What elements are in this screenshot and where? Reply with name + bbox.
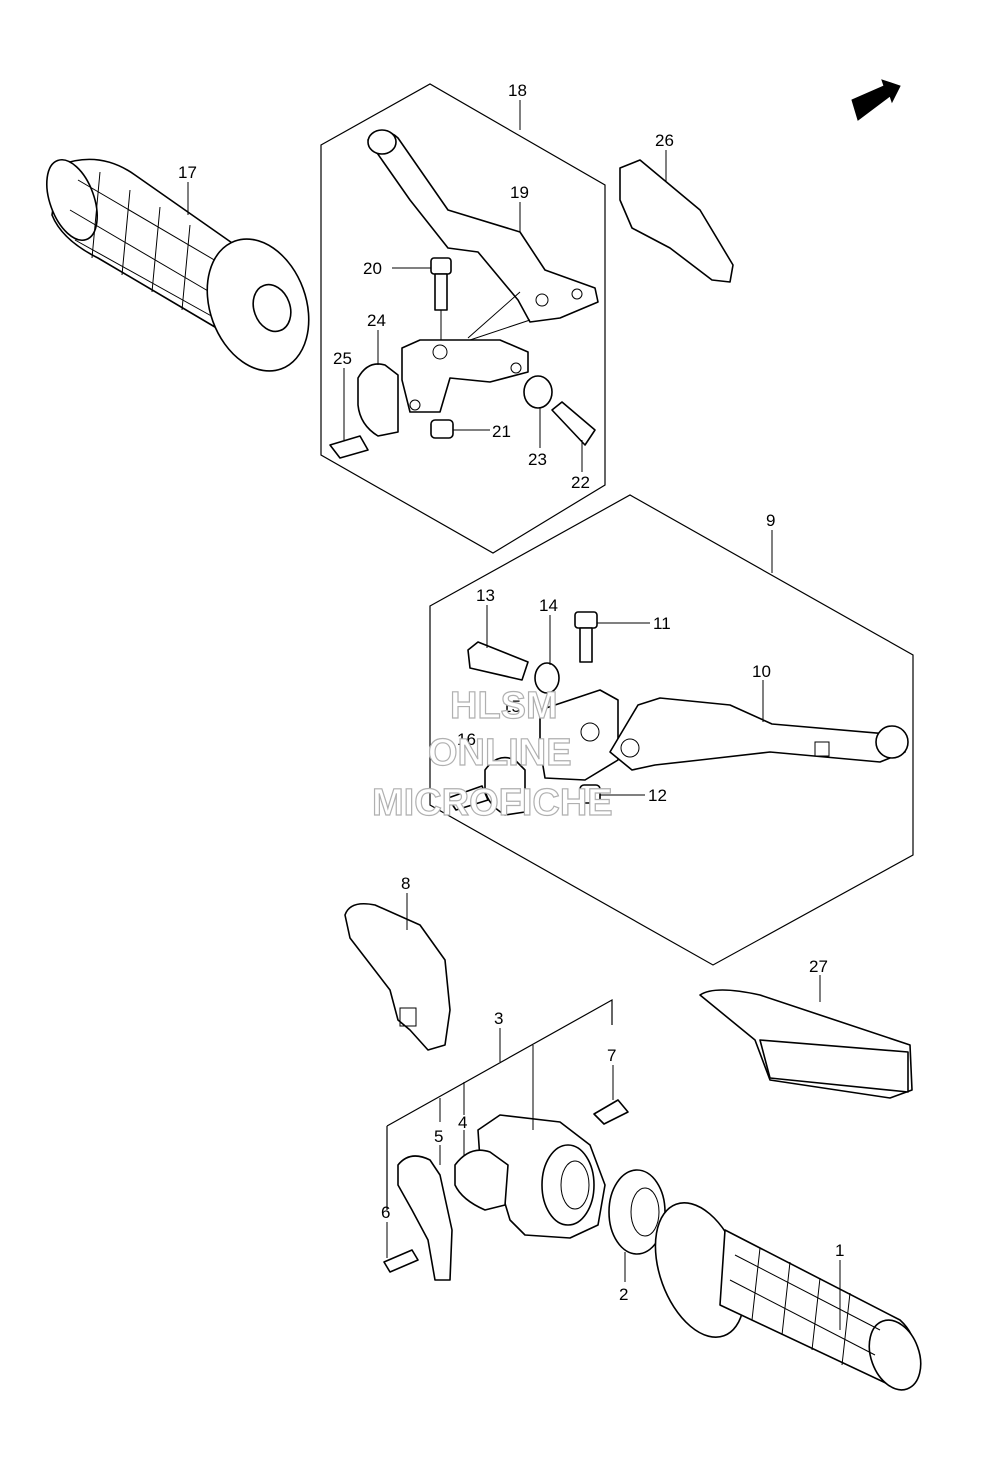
callout-16: 16 <box>457 730 476 749</box>
callout-4: 4 <box>458 1113 467 1132</box>
lever-holder-middle <box>539 689 619 781</box>
part-8-guard <box>344 902 451 1051</box>
part-4-clamp <box>454 1149 509 1211</box>
part-25-bolt <box>329 435 369 459</box>
callout-9: 9 <box>766 511 775 530</box>
part-21-nut <box>430 419 454 439</box>
callout-8: 8 <box>401 874 410 893</box>
fwd-arrow-badge: FWD <box>851 79 902 121</box>
part-6-screw <box>383 1249 419 1273</box>
part-17-left-grip <box>46 158 310 372</box>
callout-3: 3 <box>494 1009 503 1028</box>
part-12-nut <box>579 784 601 804</box>
callout-20: 20 <box>363 259 382 278</box>
part-10-lever <box>609 697 909 771</box>
callout-22: 22 <box>571 473 590 492</box>
callout-7: 7 <box>607 1046 616 1065</box>
part-16-bolt <box>447 785 489 811</box>
callout-1: 1 <box>835 1241 844 1260</box>
part-24-clamp <box>357 363 399 437</box>
watermark: HLSM ONLINE MICROFICHE <box>371 684 613 824</box>
watermark-line-1: HLSM <box>450 685 558 727</box>
part-26-cover <box>619 159 734 283</box>
part-19-lever <box>367 129 599 323</box>
lever-holder-upper <box>401 339 529 413</box>
watermark-line-2: ONLINE <box>428 732 572 774</box>
callout-14: 14 <box>539 596 558 615</box>
callout-13: 13 <box>476 586 495 605</box>
part-13-adjuster <box>467 641 529 681</box>
fwd-label: FWD <box>859 79 902 114</box>
part-23-adjuster-nut <box>523 375 553 409</box>
leader-lines <box>187 100 841 1330</box>
part-27-handguard <box>699 989 913 1099</box>
callout-17: 17 <box>178 163 197 182</box>
callout-26: 26 <box>655 131 674 150</box>
callout-labels: 18 17 19 26 20 24 25 21 23 22 9 13 14 11… <box>178 81 844 1304</box>
callout-2: 2 <box>619 1285 628 1304</box>
callout-21: 21 <box>492 422 511 441</box>
part-11-bolt <box>574 611 598 663</box>
assembly-outline-18 <box>320 83 606 554</box>
part-20-pivot-bolt <box>430 257 452 311</box>
callout-12: 12 <box>648 786 667 805</box>
assembly-outline-3 <box>386 998 613 1127</box>
assembly-outline-9 <box>429 494 914 966</box>
callout-6: 6 <box>381 1203 390 1222</box>
callout-25: 25 <box>333 349 352 368</box>
callout-11: 11 <box>653 614 671 633</box>
part-1-right-grip <box>654 1202 922 1391</box>
callout-15: 15 <box>502 697 521 716</box>
callout-18: 18 <box>508 81 527 100</box>
callout-23: 23 <box>528 450 547 469</box>
callout-27: 27 <box>809 957 828 976</box>
callout-10: 10 <box>752 662 771 681</box>
part-7-screw <box>593 1099 629 1125</box>
watermark-line-3: MICROFICHE <box>372 782 613 824</box>
part-22-adjuster <box>551 401 596 446</box>
callout-19: 19 <box>510 183 529 202</box>
callout-5: 5 <box>434 1127 443 1146</box>
part-14-nut <box>534 662 560 694</box>
callout-24: 24 <box>367 311 386 330</box>
part-5-cable-guide <box>397 1155 453 1281</box>
